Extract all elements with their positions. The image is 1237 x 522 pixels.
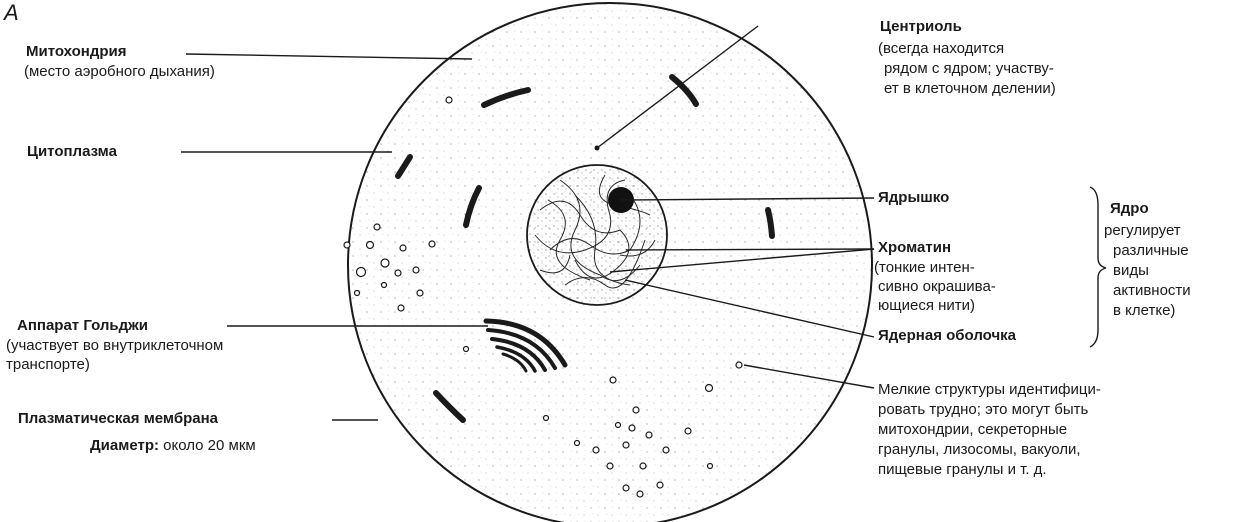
nucleus-desc-line-1: регулирует xyxy=(1104,222,1181,240)
chromatin-desc-line-1: (тонкие интен- xyxy=(874,259,975,277)
chromatin-desc-line-3: ющиеся нити) xyxy=(878,297,975,315)
centriole-desc-line-1: (всегда находится xyxy=(878,40,1004,58)
nucleus-bracket xyxy=(1090,187,1106,347)
small-structures-line-1: Мелкие структуры идентифици- xyxy=(878,381,1101,399)
diameter-value: около 20 мкм xyxy=(159,437,256,454)
nuclear-envelope-label: Ядерная оболочка xyxy=(878,327,1016,345)
nucleus-desc-line-4: активности xyxy=(1113,282,1191,300)
golgi-desc-line-2: транспорте) xyxy=(6,356,90,374)
diameter-line: Диаметр: около 20 мкм xyxy=(90,437,256,455)
nucleus-desc-line-2: различные xyxy=(1113,242,1189,260)
centriole-desc-line-2: рядом с ядром; участву- xyxy=(884,60,1054,78)
small-structures-line-3: митохондрии, секреторные xyxy=(878,421,1067,439)
small-structures-line-2: ровать трудно; это могут быть xyxy=(878,401,1088,419)
nucleus-desc-line-3: виды xyxy=(1113,262,1149,280)
centriole-desc-line-3: ет в клеточном делении) xyxy=(884,80,1056,98)
figure-letter: А xyxy=(4,0,19,26)
nucleus-label: Ядро xyxy=(1110,200,1149,218)
centriole-label: Центриоль xyxy=(880,18,962,36)
small-structures-line-5: пищевые гранулы и т. д. xyxy=(878,461,1047,479)
small-structures-line-4: гранулы, лизосомы, вакуоли, xyxy=(878,441,1081,459)
chromatin-desc-line-2: сивно окрашива- xyxy=(878,278,996,296)
chromatin-label: Хроматин xyxy=(878,239,951,257)
nucleolus-label: Ядрышко xyxy=(878,189,949,207)
golgi-label: Аппарат Гольджи xyxy=(17,317,148,335)
cytoplasm-label: Цитоплазма xyxy=(27,143,117,161)
mitochondria-desc: (место аэробного дыхания) xyxy=(24,63,215,81)
diameter-title: Диаметр: xyxy=(90,437,159,454)
mitochondria-label: Митохондрия xyxy=(26,43,127,61)
leader-chromatin-1 xyxy=(626,249,874,250)
leader-mitochondria xyxy=(186,54,472,59)
nucleus-desc-line-5: в клетке) xyxy=(1113,302,1175,320)
membrane-label: Плазматическая мембрана xyxy=(18,410,218,428)
golgi-desc-line-1: (участвует во внутриклеточном xyxy=(6,337,223,355)
nucleus-shape xyxy=(527,165,667,305)
